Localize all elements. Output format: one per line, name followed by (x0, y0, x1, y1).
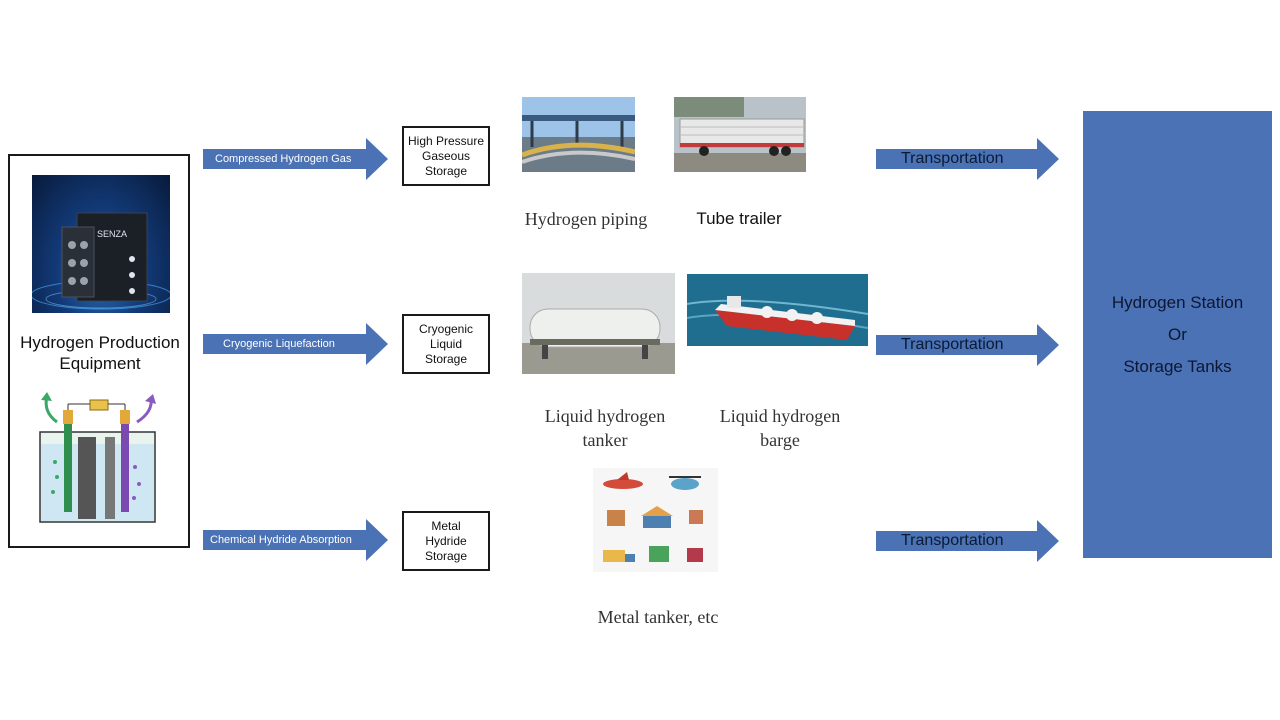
arrow-chemical-hydride-absorption: Chemical Hydride Absorption (203, 519, 388, 561)
production-title: Hydrogen Production Equipment (20, 333, 180, 373)
caption-liquid-hydrogen-barge: Liquid hydrogen barge (719, 406, 841, 450)
machine-brand-text: SENZA (97, 229, 127, 239)
liquid-hydrogen-tanker-photo (522, 273, 675, 374)
caption-tube-trailer: Tube trailer (696, 209, 782, 228)
caption-liquid-hydrogen-tanker: Liquid hydrogen tanker (544, 406, 666, 450)
arrow-label: Compressed Hydrogen Gas (215, 153, 352, 165)
tube-trailer-photo (674, 97, 806, 172)
electrolyzer-machine-image: SENZA (32, 175, 170, 313)
arrow-transportation-1: Transportation (876, 138, 1059, 180)
caption-hydrogen-piping: Hydrogen piping (524, 209, 648, 229)
transport-icons-image (593, 468, 718, 572)
liquid-hydrogen-barge-photo (687, 274, 868, 346)
storage-box-high-pressure-gaseous: High Pressure Gaseous Storage (402, 126, 490, 186)
arrow-label: Chemical Hydride Absorption (210, 534, 352, 546)
storage-box-cryogenic-liquid: Cryogenic Liquid Storage (402, 314, 490, 374)
hydrogen-station-block: Hydrogen Station Or Storage Tanks (1083, 111, 1272, 558)
storage-box-metal-hydride: Metal Hydride Storage (402, 511, 490, 571)
arrow-cryogenic-liquefaction: Cryogenic Liquefaction (203, 323, 388, 365)
caption-metal-tanker: Metal tanker, etc (597, 607, 719, 627)
destination-line-3: Storage Tanks (1123, 356, 1232, 376)
destination-line-2: Or (1168, 324, 1187, 344)
arrow-label: Transportation (901, 336, 1004, 353)
hydrogen-piping-photo (522, 97, 635, 172)
destination-line-1: Hydrogen Station (1111, 292, 1244, 312)
electrolysis-cell-diagram (35, 392, 160, 527)
arrow-label: Transportation (901, 532, 1004, 549)
arrow-label: Transportation (901, 150, 1004, 167)
arrow-transportation-3: Transportation (876, 520, 1059, 562)
arrow-compressed-hydrogen-gas: Compressed Hydrogen Gas (203, 138, 388, 180)
arrow-transportation-2: Transportation (876, 324, 1059, 366)
arrow-label: Cryogenic Liquefaction (223, 338, 335, 350)
